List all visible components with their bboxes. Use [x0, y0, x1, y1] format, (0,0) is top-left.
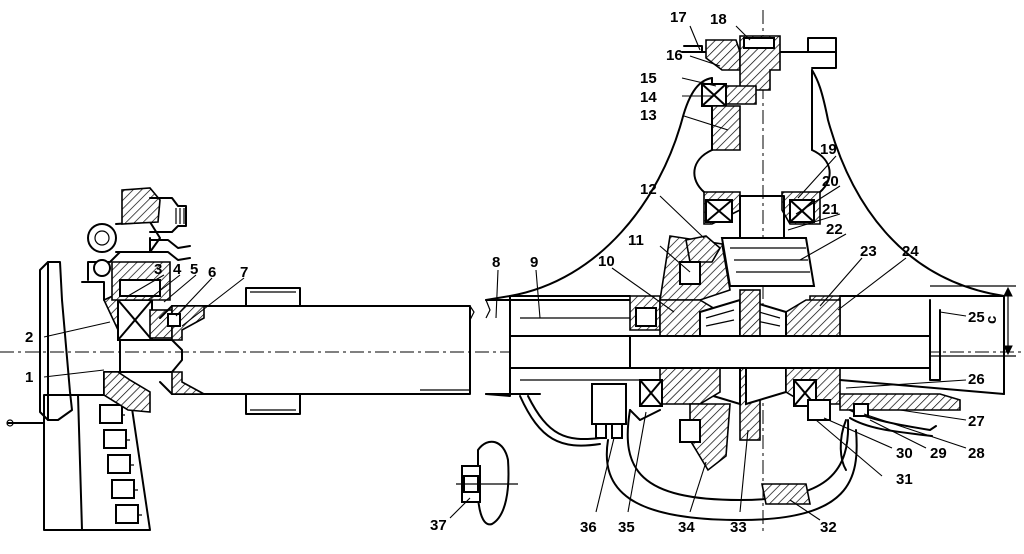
label-14: 14 [640, 89, 657, 106]
label-25: 25 [968, 309, 985, 326]
label-26: 26 [968, 371, 985, 388]
label-13: 13 [640, 107, 657, 124]
label-4: 4 [173, 261, 182, 278]
label-30: 30 [896, 445, 913, 462]
label-2: 2 [25, 329, 33, 346]
label-28: 28 [968, 445, 985, 462]
label-29: 29 [930, 445, 947, 462]
label-22: 22 [826, 221, 843, 238]
label-8: 8 [492, 254, 500, 271]
label-23: 23 [860, 243, 877, 260]
dimension-c-label: c [983, 316, 1000, 324]
label-31: 31 [896, 471, 913, 488]
label-20: 20 [822, 173, 839, 190]
label-24: 24 [902, 243, 919, 260]
label-3: 3 [154, 261, 162, 278]
part-37-detail [456, 440, 518, 526]
label-5: 5 [190, 261, 198, 278]
label-11: 11 [628, 232, 644, 249]
label-15: 15 [640, 70, 657, 87]
label-7: 7 [240, 264, 248, 281]
leader-lines [43, 25, 967, 521]
label-36: 36 [580, 519, 597, 536]
label-12: 12 [640, 181, 657, 198]
label-37: 37 [430, 517, 447, 534]
label-18: 18 [710, 11, 727, 28]
label-34: 34 [678, 519, 695, 536]
dimension-c [930, 285, 1016, 357]
label-27: 27 [968, 413, 985, 430]
label-33: 33 [730, 519, 747, 536]
label-21: 21 [822, 201, 839, 218]
label-6: 6 [208, 264, 216, 281]
label-35: 35 [618, 519, 635, 536]
label-9: 9 [530, 254, 538, 271]
label-19: 19 [820, 141, 837, 158]
differential-housing [469, 35, 1005, 521]
label-16: 16 [666, 47, 683, 64]
wheel-hub-assembly [6, 187, 471, 531]
label-17: 17 [670, 9, 687, 26]
label-10: 10 [598, 253, 615, 270]
label-1: 1 [25, 369, 33, 386]
label-32: 32 [820, 519, 837, 536]
